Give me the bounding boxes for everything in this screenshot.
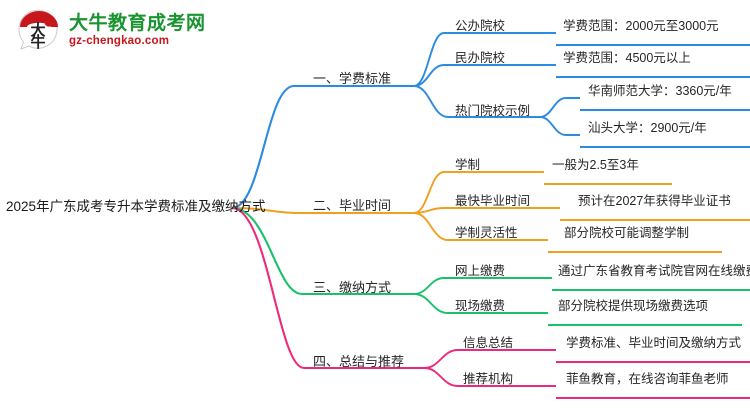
topic-node-2-3[interactable]: 学制灵活性 <box>455 226 518 240</box>
detail-node-1-2-1[interactable]: 学费范围：4500元以上 <box>563 51 691 65</box>
detail-node-2-2-1[interactable]: 预计在2027年获得毕业证书 <box>578 194 731 208</box>
logo-title: 大牛教育成考网 <box>69 13 206 35</box>
branch-node-1[interactable]: 一、学费标准 <box>313 71 392 86</box>
topic-node-1-2[interactable]: 民办院校 <box>455 51 506 65</box>
mindmap-root-node[interactable]: 2025年广东成考专升本学费标准及缴纳方式 <box>6 199 266 214</box>
svg-text:大: 大 <box>30 21 45 39</box>
topic-node-2-1[interactable]: 学制 <box>455 158 481 172</box>
detail-node-2-3-1[interactable]: 部分院校可能调整学制 <box>564 226 690 240</box>
detail-node-4-1-1[interactable]: 学费标准、毕业时间及缴纳方式 <box>566 336 742 350</box>
detail-node-1-3-2[interactable]: 汕头大学：2900元/年 <box>588 121 707 135</box>
topic-node-3-2[interactable]: 现场缴费 <box>455 299 506 313</box>
topic-node-3-1[interactable]: 网上缴费 <box>455 264 506 278</box>
detail-node-1-1-1[interactable]: 学费范围：2000元至3000元 <box>563 19 719 33</box>
detail-node-1-3-1[interactable]: 华南师范大学：3360元/年 <box>588 84 732 98</box>
detail-node-3-2-1[interactable]: 部分院校提供现场缴费选项 <box>558 299 709 313</box>
detail-node-3-1-1[interactable]: 通过广东省教育考试院官网在线缴费 <box>558 264 750 278</box>
branch-node-3[interactable]: 三、缴纳方式 <box>313 280 392 295</box>
branch-node-4[interactable]: 四、总结与推荐 <box>313 354 405 369</box>
branch-node-2[interactable]: 二、毕业时间 <box>313 198 392 213</box>
topic-node-1-3[interactable]: 热门院校示例 <box>455 104 531 118</box>
topic-node-4-2[interactable]: 推荐机构 <box>463 372 514 386</box>
logo-text: 大牛教育成考网 gz-chengkao.com <box>69 14 206 48</box>
detail-node-2-1-1[interactable]: 一般为2.5至3年 <box>552 158 639 172</box>
topic-node-4-1[interactable]: 信息总结 <box>463 336 514 350</box>
topic-node-1-1[interactable]: 公办院校 <box>455 19 506 33</box>
detail-node-4-2-1[interactable]: 菲鱼教育，在线咨询菲鱼老师 <box>566 372 729 386</box>
logo-subtitle: gz-chengkao.com <box>69 35 170 48</box>
svg-text:牛: 牛 <box>30 33 45 51</box>
topic-node-2-2[interactable]: 最快毕业时间 <box>455 194 531 208</box>
logo-mark-icon: 大 牛 <box>16 8 62 54</box>
site-logo: 大 牛 大牛教育成考网 gz-chengkao.com <box>16 8 206 54</box>
